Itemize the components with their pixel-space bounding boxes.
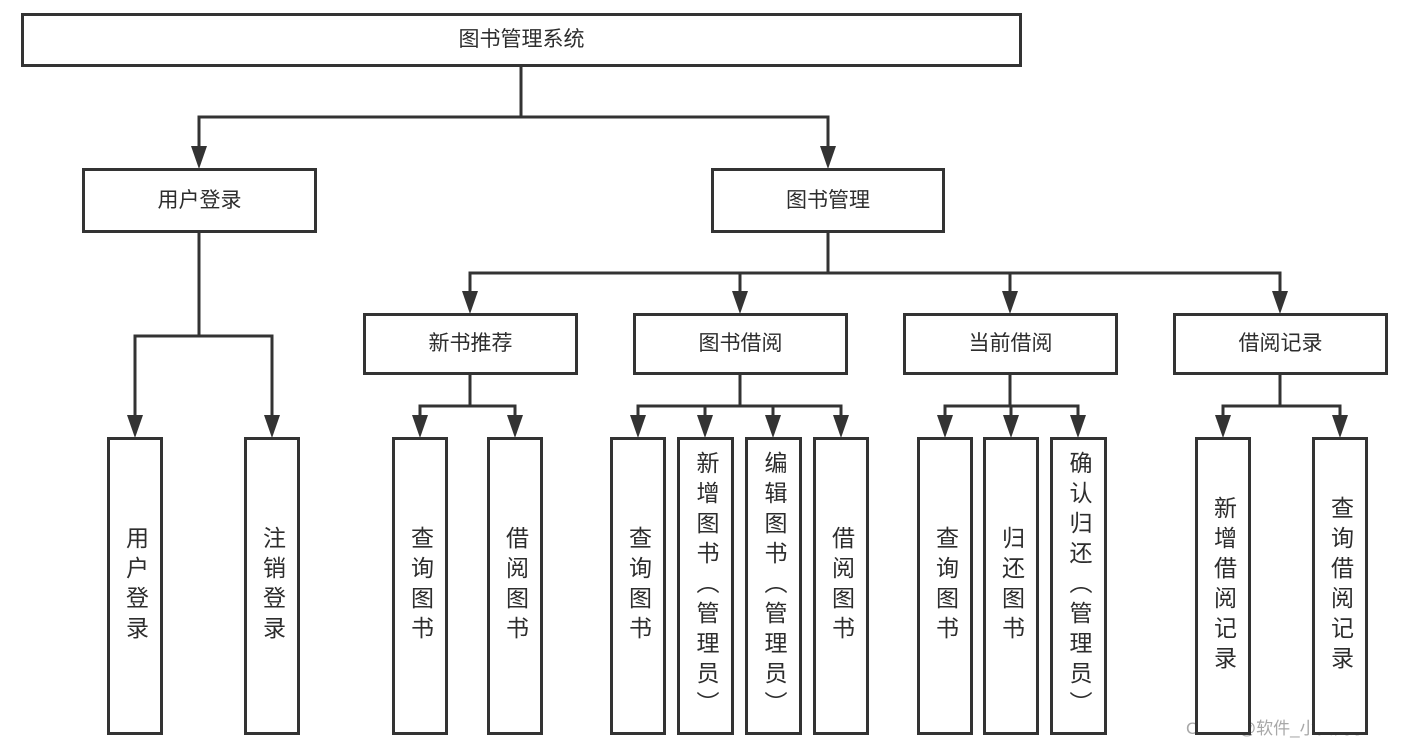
node-label-current-borrowing: 当前借阅 (968, 332, 1053, 356)
arrowhead-icon (1272, 291, 1288, 314)
arrowhead-icon (697, 415, 713, 438)
node-label-leaf-confirm-return-admin: 确认归还（管理员） (1066, 451, 1092, 721)
arrowhead-icon (820, 146, 836, 169)
arrowhead-icon (1002, 291, 1018, 314)
node-label-leaf-add-borrow-record: 新增借阅记录 (1210, 496, 1237, 676)
node-label-leaf-edit-book-admin: 编辑图书（管理员） (761, 451, 787, 721)
node-book-management: 图书管理 (711, 168, 945, 233)
node-book-borrowing: 图书借阅 (633, 313, 848, 375)
node-label-book-borrowing: 图书借阅 (698, 332, 783, 356)
arrowhead-icon (264, 415, 280, 438)
node-label-borrow-records: 借阅记录 (1238, 332, 1323, 356)
node-label-leaf-query-borrow-record: 查询借阅记录 (1327, 496, 1354, 676)
node-leaf-user-login: 用户登录 (107, 437, 163, 735)
node-new-book-recommend: 新书推荐 (363, 313, 578, 375)
node-leaf-borrow-book-a: 借阅图书 (487, 437, 543, 735)
arrowhead-icon (1215, 415, 1231, 438)
arrowhead-icon (127, 415, 143, 438)
node-leaf-query-borrow-record: 查询借阅记录 (1312, 437, 1368, 735)
node-leaf-add-borrow-record: 新增借阅记录 (1195, 437, 1251, 735)
node-leaf-edit-book-admin: 编辑图书（管理员） (745, 437, 802, 735)
arrowhead-icon (1003, 415, 1019, 438)
node-label-leaf-add-book-admin: 新增图书（管理员） (693, 451, 719, 721)
node-label-leaf-query-book-a: 查询图书 (407, 526, 434, 646)
node-current-borrowing: 当前借阅 (903, 313, 1118, 375)
node-label-leaf-query-book-b: 查询图书 (625, 526, 652, 646)
node-leaf-query-book-c: 查询图书 (917, 437, 973, 735)
node-label-user-login: 用户登录 (157, 188, 242, 212)
node-label-leaf-borrow-book-a: 借阅图书 (502, 526, 529, 646)
node-leaf-logout: 注销登录 (244, 437, 300, 735)
arrowhead-icon (1070, 415, 1086, 438)
node-leaf-add-book-admin: 新增图书（管理员） (677, 437, 734, 735)
arrowhead-icon (765, 415, 781, 438)
arrowhead-icon (732, 291, 748, 314)
node-label-leaf-logout: 注销登录 (259, 526, 286, 646)
arrowhead-icon (937, 415, 953, 438)
node-label-new-book-recommend: 新书推荐 (428, 332, 513, 356)
node-leaf-query-book-b: 查询图书 (610, 437, 666, 735)
node-label-leaf-query-book-c: 查询图书 (932, 526, 959, 646)
arrowhead-icon (833, 415, 849, 438)
arrowhead-icon (191, 146, 207, 169)
node-leaf-return-book: 归还图书 (983, 437, 1039, 735)
arrowhead-icon (1332, 415, 1348, 438)
arrowhead-icon (630, 415, 646, 438)
arrowhead-icon (412, 415, 428, 438)
arrowhead-icon (507, 415, 523, 438)
node-label-leaf-borrow-book-b: 借阅图书 (828, 526, 855, 646)
node-leaf-confirm-return-admin: 确认归还（管理员） (1050, 437, 1107, 735)
node-root: 图书管理系统 (21, 13, 1022, 67)
node-label-root: 图书管理系统 (458, 28, 585, 52)
node-leaf-query-book-a: 查询图书 (392, 437, 448, 735)
node-leaf-borrow-book-b: 借阅图书 (813, 437, 869, 735)
node-borrow-records: 借阅记录 (1173, 313, 1388, 375)
node-label-leaf-user-login: 用户登录 (122, 526, 149, 646)
node-user-login: 用户登录 (82, 168, 317, 233)
node-label-book-management: 图书管理 (786, 188, 870, 212)
arrowhead-icon (462, 291, 478, 314)
node-label-leaf-return-book: 归还图书 (998, 526, 1025, 646)
